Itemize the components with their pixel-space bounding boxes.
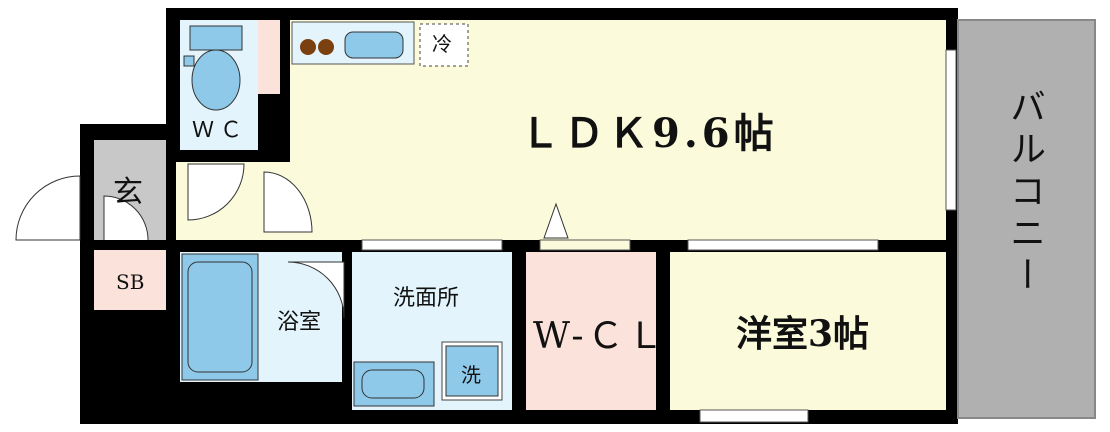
door-bath (287, 261, 345, 319)
room-label-toilet: ＷＣ (192, 118, 249, 143)
room-label-walk-in-closet: W-ＣＬ (533, 316, 668, 357)
balcony-area (957, 19, 1096, 419)
toilet-paper (183, 55, 195, 67)
fixture-label-washer: 洗 (461, 363, 481, 387)
toilet-strip (258, 20, 280, 94)
stove-burner-right (318, 39, 334, 55)
room-label-washroom: 洗面所 (393, 286, 460, 311)
room-label-western-room: 洋室3帖 (736, 313, 870, 355)
fixture-label-fridge: 冷 (432, 32, 452, 56)
vanity-basin (361, 369, 425, 399)
toilet-bowl (191, 49, 241, 111)
room-label-bathroom: 浴室 (277, 310, 322, 335)
door-ldk (263, 171, 313, 233)
closet-floor (526, 252, 656, 410)
entry-arrow (543, 202, 569, 239)
stove-burner-left (300, 39, 316, 55)
fridge-space (419, 23, 469, 67)
sliding-door-western (687, 239, 879, 251)
washer-pan (445, 345, 499, 397)
toilet-tank (189, 25, 243, 51)
western-window (699, 409, 809, 423)
kitchen-sink (344, 31, 404, 59)
sliding-door-washroom (361, 239, 503, 251)
room-label-balcony: バルコニー (1004, 88, 1045, 298)
ldk-window (945, 49, 957, 211)
door-entrance-inner (103, 195, 149, 241)
room-label-shoe-box: SB (116, 270, 145, 294)
bathtub-inner (187, 261, 253, 373)
room-label-ldk: ＬＤＫ9.6帖 (520, 110, 778, 157)
closet-opening (539, 239, 631, 251)
outside-top-left (80, 8, 166, 124)
western-room-floor (670, 252, 946, 410)
shoe-box (94, 250, 166, 310)
door-toilet (187, 163, 245, 221)
room-label-entrance: 玄 (113, 175, 143, 210)
door-entrance (15, 175, 81, 241)
